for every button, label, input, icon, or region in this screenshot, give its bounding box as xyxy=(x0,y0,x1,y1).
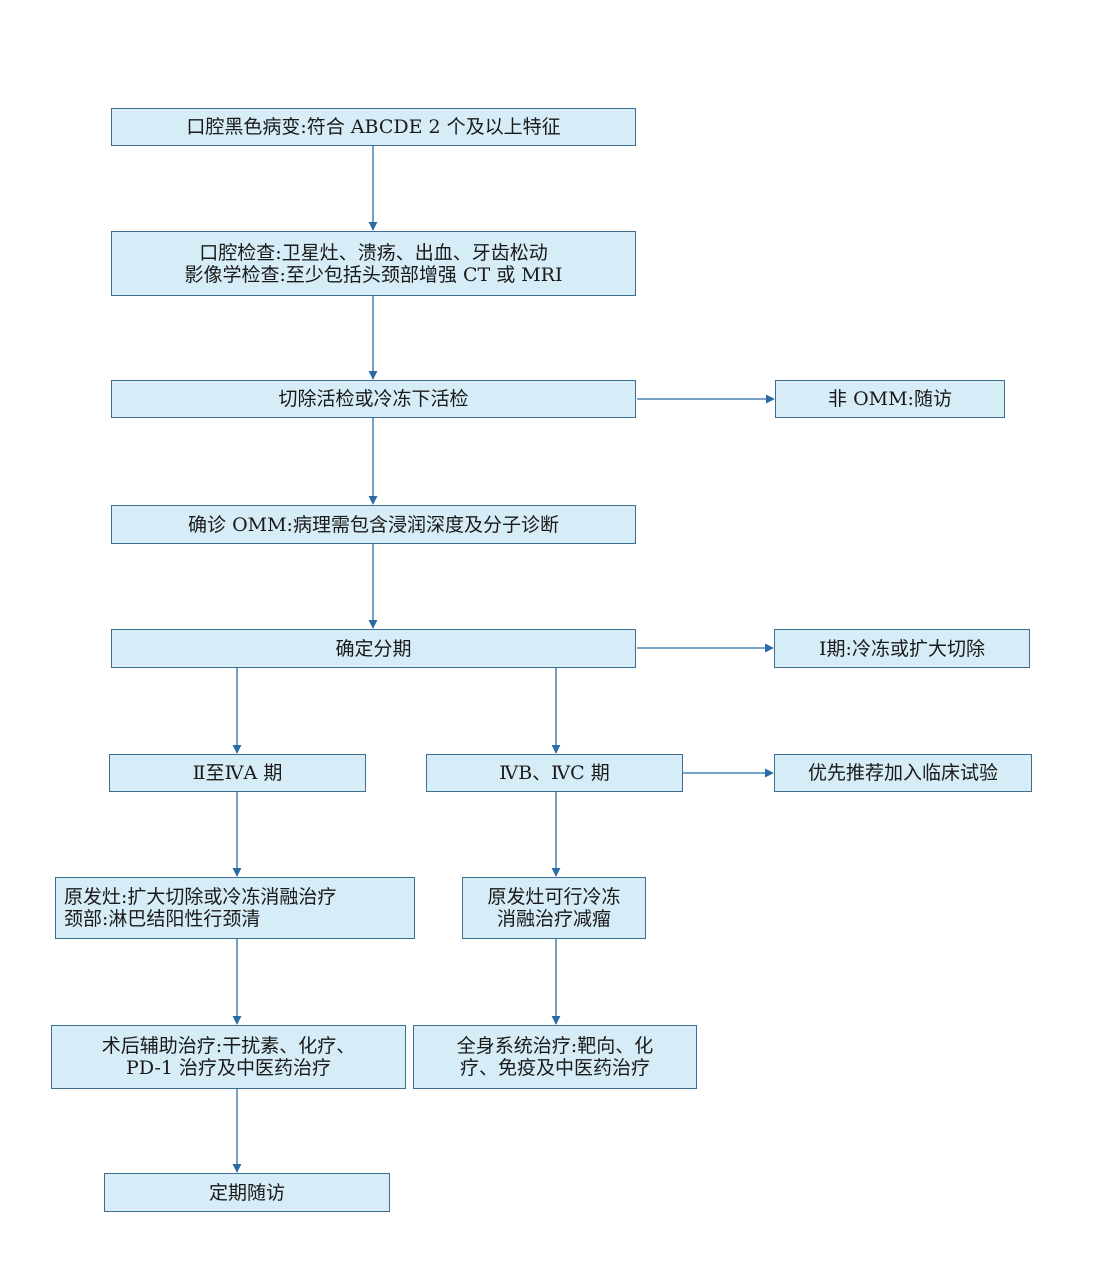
non-omm-box: 非 OMM:随访 xyxy=(775,380,1005,418)
biopsy-box: 切除活检或冷冻下活检 xyxy=(111,380,636,418)
primary-left-box: 原发灶:扩大切除或冷冻消融治疗 颈部:淋巴结阳性行颈清 xyxy=(55,877,415,939)
lesion-box: 口腔黑色病变:符合 ABCDE 2 个及以上特征 xyxy=(111,108,636,146)
diagnosis-text: 确诊 OMM:病理需包含浸润深度及分子诊断 xyxy=(188,513,559,536)
non-omm-text: 非 OMM:随访 xyxy=(828,388,952,410)
primary-treatment-text: 原发灶:扩大切除或冷冻消融治疗 xyxy=(64,886,337,908)
lesion-text: 口腔黑色病变:符合 ABCDE 2 个及以上特征 xyxy=(186,116,561,138)
primary-right-box: 原发灶可行冷冻 消融治疗减瘤 xyxy=(462,877,646,939)
adjuvant-text-1: 术后辅助治疗:干扰素、化疗、 xyxy=(101,1035,356,1057)
followup-text: 定期随访 xyxy=(208,1181,285,1204)
stage1-box: Ⅰ期:冷冻或扩大切除 xyxy=(774,629,1030,668)
oral-exam-text: 口腔检查:卫星灶、溃疡、出血、牙齿松动 xyxy=(199,241,548,264)
stage1-text: Ⅰ期:冷冻或扩大切除 xyxy=(819,637,985,660)
exam-box: 口腔检查:卫星灶、溃疡、出血、牙齿松动 影像学检查:至少包括头颈部增强 CT 或… xyxy=(111,231,636,296)
clinical-trial-box: 优先推荐加入临床试验 xyxy=(774,754,1032,792)
systemic-text-1: 全身系统治疗:靶向、化 xyxy=(456,1035,654,1057)
staging-box: 确定分期 xyxy=(111,629,636,668)
adjuvant-box: 术后辅助治疗:干扰素、化疗、 PD-1 治疗及中医药治疗 xyxy=(51,1025,406,1089)
stage4b-4c-text: ⅣB、ⅣC 期 xyxy=(499,762,610,784)
adjuvant-text-2: PD-1 治疗及中医药治疗 xyxy=(126,1057,331,1079)
followup-box: 定期随访 xyxy=(104,1173,390,1212)
systemic-text-2: 疗、免疫及中医药治疗 xyxy=(459,1057,650,1079)
staging-text: 确定分期 xyxy=(335,637,412,660)
stage4b-4c-box: ⅣB、ⅣC 期 xyxy=(426,754,683,792)
imaging-exam-text: 影像学检查:至少包括头颈部增强 CT 或 MRI xyxy=(184,263,563,286)
biopsy-text: 切除活检或冷冻下活检 xyxy=(278,388,469,410)
primary-right-text-1: 原发灶可行冷冻 xyxy=(487,886,621,908)
stage2-4a-box: Ⅱ至ⅣA 期 xyxy=(109,754,366,792)
stage2-4a-text: Ⅱ至ⅣA 期 xyxy=(192,762,283,784)
clinical-trial-text: 优先推荐加入临床试验 xyxy=(807,762,998,784)
neck-treatment-text: 颈部:淋巴结阳性行颈清 xyxy=(64,908,261,930)
primary-right-text-2: 消融治疗减瘤 xyxy=(496,908,611,930)
diagnosis-box: 确诊 OMM:病理需包含浸润深度及分子诊断 xyxy=(111,505,636,544)
systemic-box: 全身系统治疗:靶向、化 疗、免疫及中医药治疗 xyxy=(413,1025,697,1089)
